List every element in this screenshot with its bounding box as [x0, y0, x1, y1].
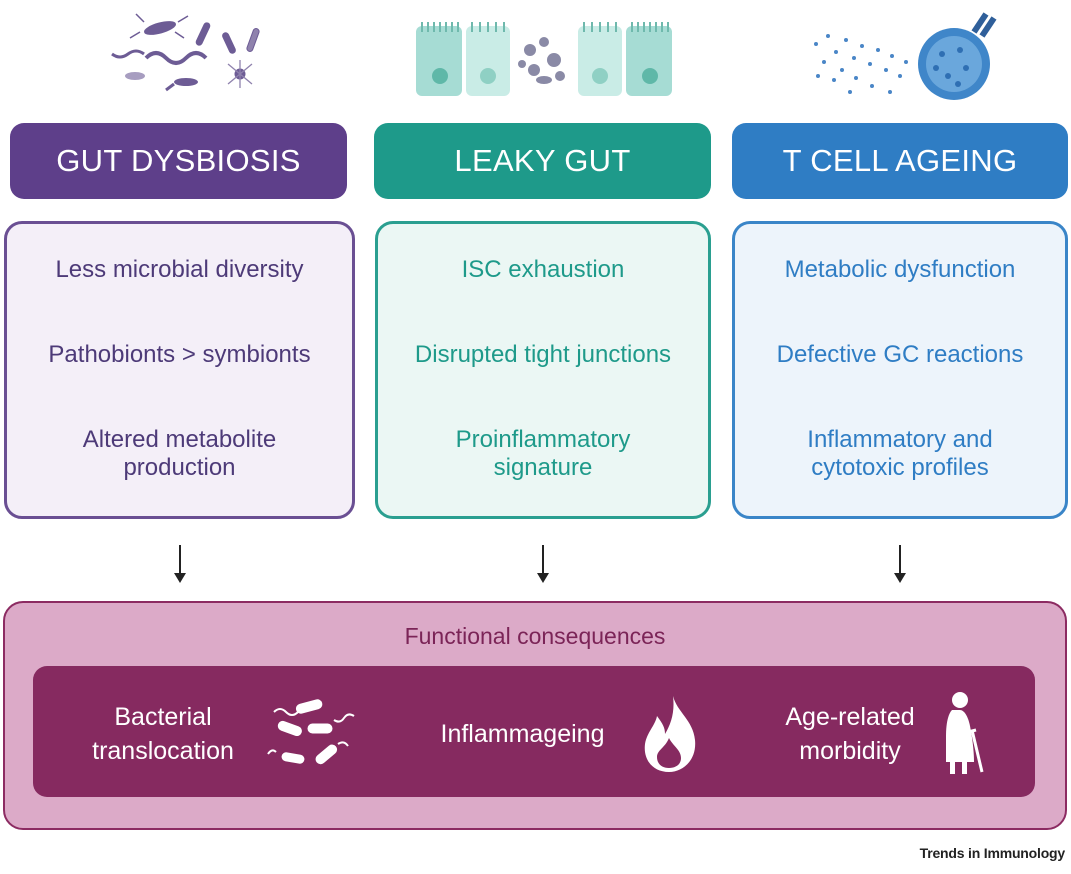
gut-dysbiosis-title: GUT DYSBIOSIS [56, 143, 301, 178]
bacterial-translocation-label: Bacterial translocation [92, 703, 234, 765]
dysbiosis-item: Less microbial diversity [55, 256, 304, 283]
gut-dysbiosis-card: Less microbial diversity Pathobionts > s… [4, 221, 355, 519]
leaky-gut-item: Disrupted tight junctions [414, 341, 672, 368]
t-cell-illustration-icon [814, 12, 997, 100]
t-cell-item: Inflammatory and cytotoxic profiles [807, 426, 993, 481]
elderly-person-icon [946, 692, 984, 774]
arrow-down-icon [537, 545, 549, 583]
gut-epithelium-illustration-icon [416, 22, 672, 96]
flame-icon [644, 696, 696, 772]
inflammageing-label: Inflammageing [440, 720, 605, 748]
bacteria-illustration-icon [111, 13, 260, 92]
age-related-morbidity-label: Age-related morbidity [785, 703, 915, 765]
leaky-gut-card: ISC exhaustion Disrupted tight junctions… [375, 221, 711, 519]
journal-credit: Trends in Immunology [919, 845, 1066, 861]
leaky-gut-item: Proinflammatory signature [455, 426, 631, 481]
bacteria-icon [267, 699, 355, 765]
t-cell-ageing-header: T CELL AGEING [732, 123, 1068, 199]
leaky-gut-title: LEAKY GUT [454, 143, 631, 178]
t-cell-ageing-card: Metabolic dysfunction Defective GC react… [732, 221, 1068, 519]
arrow-down-icon [174, 545, 186, 583]
gut-dysbiosis-header: GUT DYSBIOSIS [10, 123, 347, 199]
consequences-bar [33, 666, 1035, 797]
arrow-down-icon [894, 545, 906, 583]
leaky-gut-header: LEAKY GUT [374, 123, 711, 199]
t-cell-ageing-title: T CELL AGEING [782, 143, 1018, 178]
leaky-gut-item: ISC exhaustion [461, 256, 625, 283]
dysbiosis-item: Pathobionts > symbionts [48, 341, 311, 368]
t-cell-item: Metabolic dysfunction [784, 256, 1016, 283]
t-cell-item: Defective GC reactions [776, 341, 1024, 368]
dysbiosis-item: Altered metabolite production [82, 426, 277, 481]
functional-consequences-title: Functional consequences [404, 623, 666, 649]
